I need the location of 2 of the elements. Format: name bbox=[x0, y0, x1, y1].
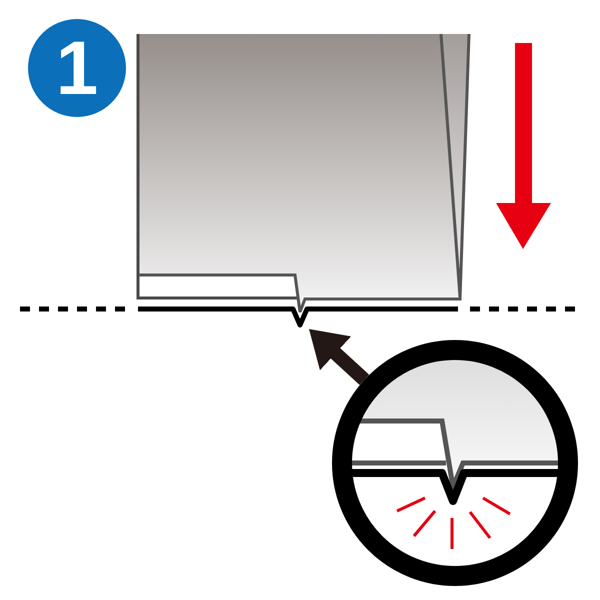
step-number: 1 bbox=[56, 31, 98, 107]
magnified-detail-circle bbox=[332, 340, 578, 586]
